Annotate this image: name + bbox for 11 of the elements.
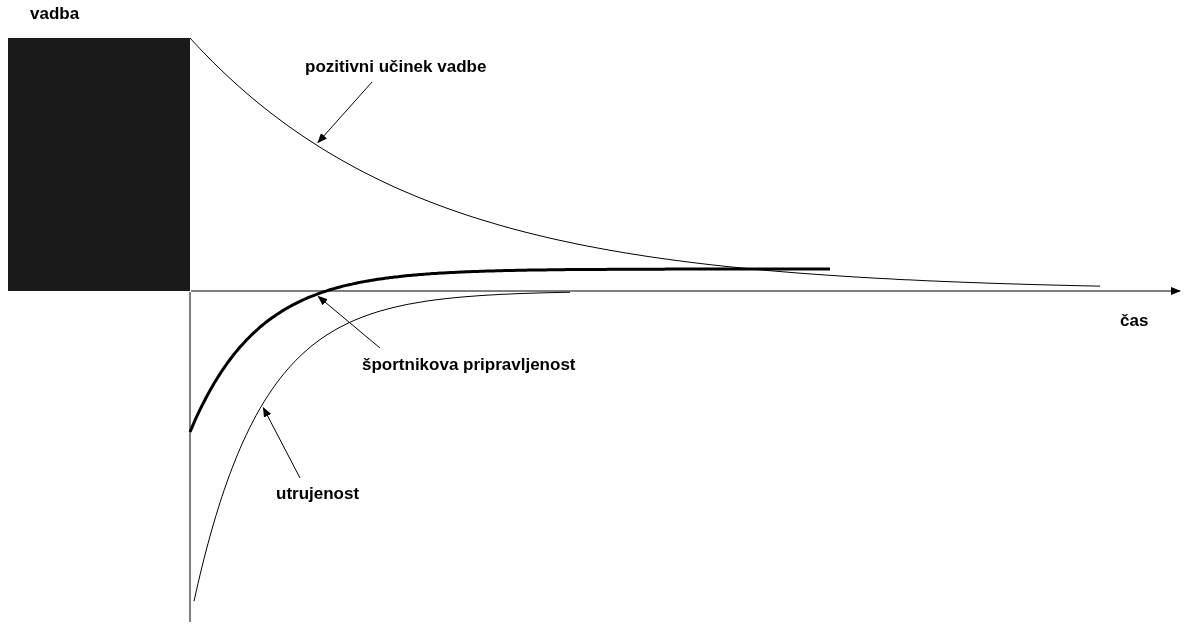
- fitness-curve: [189, 37, 1101, 287]
- readiness-curve: [188, 267, 830, 433]
- curve-label: pozitivni učinek vadbe: [305, 57, 487, 77]
- block-heading: vadba: [30, 4, 80, 24]
- leader-line: [317, 295, 381, 349]
- axis-label: čas: [1120, 311, 1149, 331]
- curve-label: utrujenost: [276, 484, 360, 504]
- leader-line: [317, 81, 373, 144]
- training-block: [8, 38, 190, 291]
- curve-label: športnikova pripravljenost: [362, 355, 576, 375]
- leader-line: [262, 406, 301, 479]
